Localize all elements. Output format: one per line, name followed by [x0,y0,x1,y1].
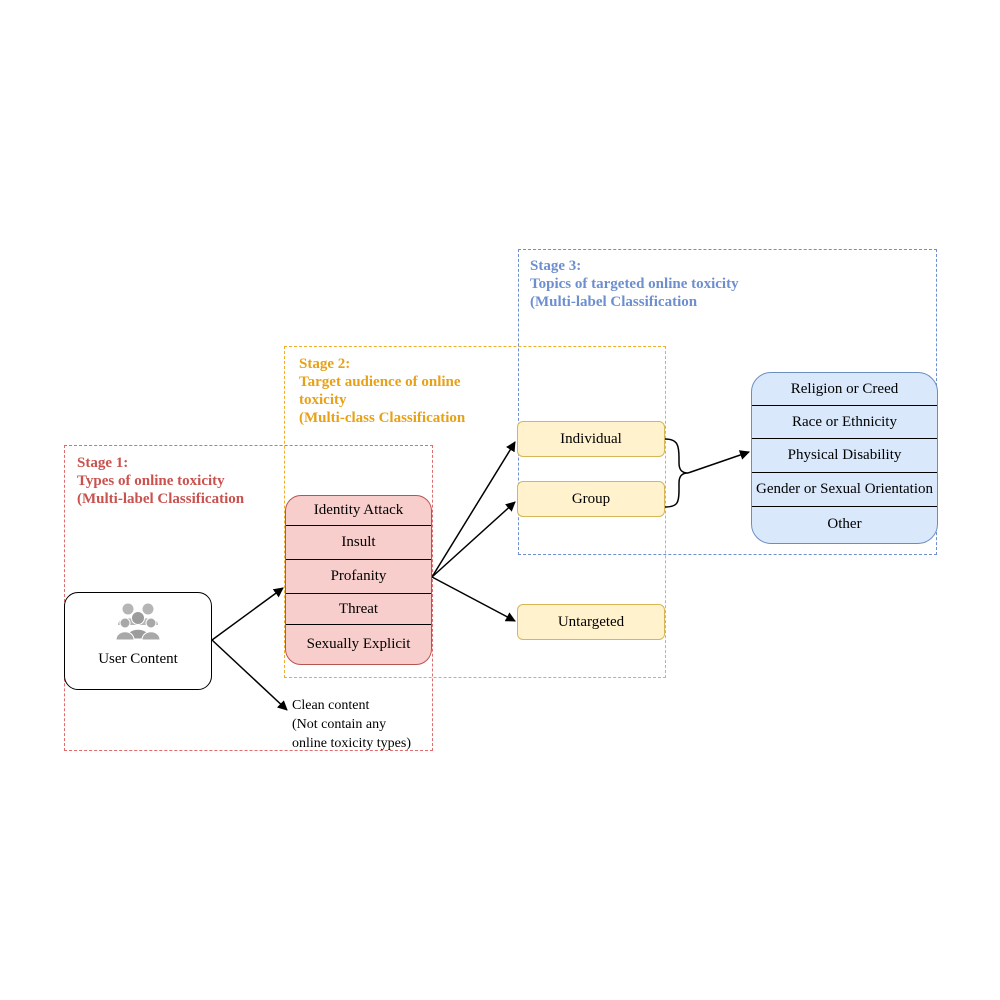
target-individual: Individual [517,421,665,457]
toxicity-type-identity-attack: Identity Attack [286,496,431,526]
stage-1-container [64,445,433,751]
arrow-types-to-untargeted [431,576,516,622]
user-content-label: User Content [98,651,178,667]
target-group: Group [517,481,665,517]
topic-race-or-ethnicity: Race or Ethnicity [752,406,937,439]
brace-individual-group [664,438,689,508]
toxicity-type-threat: Threat [286,594,431,625]
toxicity-type-profanity: Profanity [286,560,431,594]
users-icon [115,603,161,641]
stage-1-label: Stage 1: Types of online toxicity (Multi… [77,455,245,507]
arrow-types-to-group [431,501,516,578]
user-content-node: User Content [64,592,212,690]
arrow-user-to-types [211,587,284,641]
topic-physical-disability: Physical Disability [752,439,937,473]
topic-gender-or-sexual-orientation: Gender or Sexual Orientation [752,473,937,507]
topic-religion-or-creed: Religion or Creed [752,373,937,406]
arrow-user-to-clean [211,639,288,711]
clean-content-label: Clean content (Not contain any online to… [292,698,411,751]
target-untargeted: Untargeted [517,604,665,640]
stage-3-label: Stage 3: Topics of targeted online toxic… [530,258,739,310]
stage-2-label: Stage 2: Target audience of online toxic… [299,356,466,426]
topics-stack: Religion or Creed Race or Ethnicity Phys… [751,372,938,544]
arrow-targets-to-topics [687,450,750,474]
toxicity-type-sexually-explicit: Sexually Explicit [306,635,411,652]
toxicity-type-insult: Insult [286,526,431,560]
arrow-types-to-individual [431,441,516,578]
toxicity-types-stack: Identity Attack Insult Profanity Threat … [285,495,432,665]
stage-2-container [284,346,666,678]
topic-other: Other [827,516,862,532]
